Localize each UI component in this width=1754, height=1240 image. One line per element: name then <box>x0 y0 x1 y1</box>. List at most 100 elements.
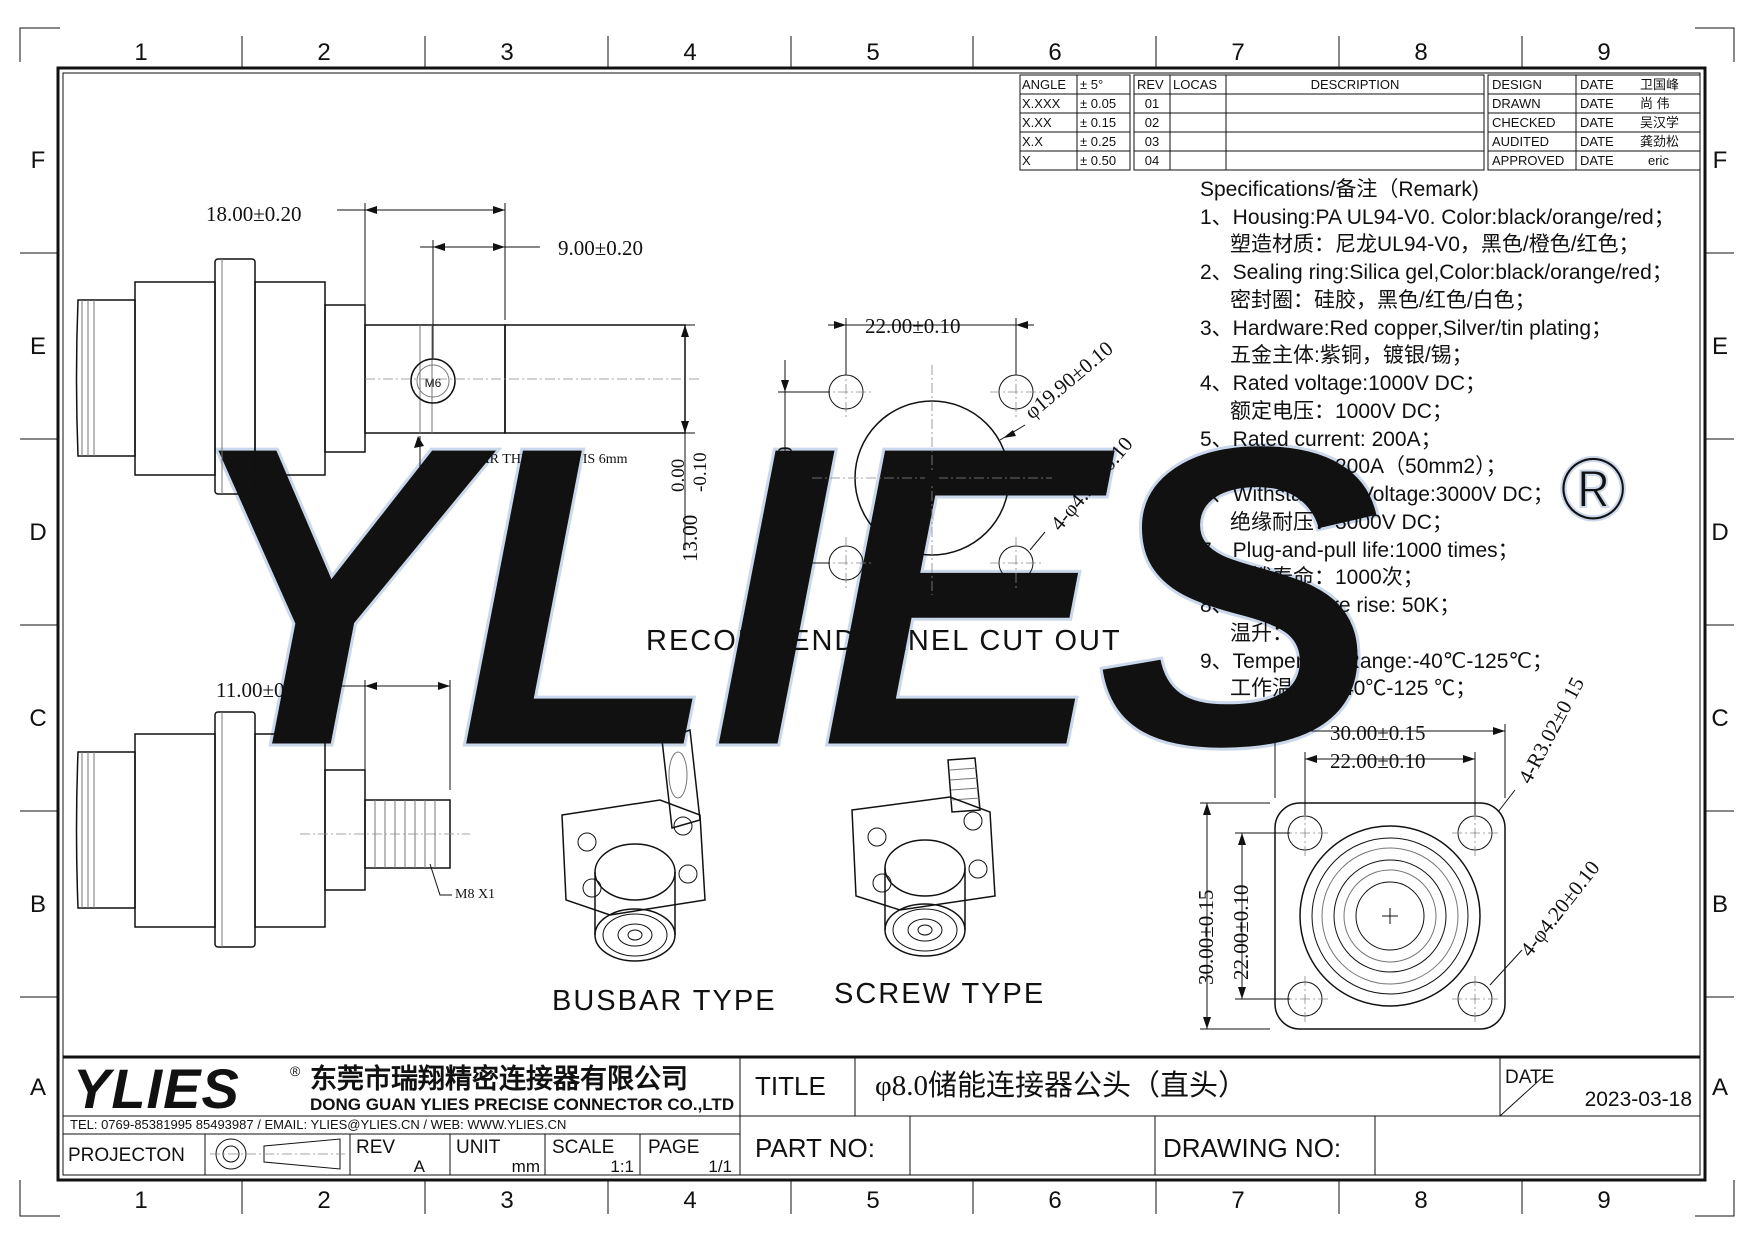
spec-line: 6、Withstanding Voltage:3000V DC； <box>1200 483 1554 506</box>
company-logo: YLIES <box>73 1057 240 1120</box>
spec-line: 绝缘耐压：3000V DC； <box>1230 511 1453 534</box>
spec-line: 7、Plug-and-pull life:1000 times； <box>1200 539 1519 562</box>
col-label-bottom: 9 <box>1597 1187 1610 1214</box>
tol-label: X.XXX <box>1022 96 1061 111</box>
approval-role: APPROVED <box>1492 153 1564 168</box>
dim-front-outer-width: 30.00±0.15 <box>1330 721 1426 745</box>
unit-value: mm <box>512 1157 540 1176</box>
watermark-registered: ® <box>1560 440 1626 540</box>
row-label-right: D <box>1711 519 1728 546</box>
grid-columns-bottom: 1 2 3 4 5 6 7 8 9 <box>134 1180 1611 1214</box>
specs-heading: Specifications/备注（Remark) <box>1200 178 1479 201</box>
specifications: Specifications/备注（Remark) 1、Housing:PA U… <box>1200 178 1675 700</box>
date-label: DATE <box>1505 1067 1554 1088</box>
approval-name: 吴汉学 <box>1640 115 1679 130</box>
col-label-bottom: 1 <box>134 1187 147 1214</box>
col-label-bottom: 8 <box>1414 1187 1427 1214</box>
approval-date-label: DATE <box>1580 77 1614 92</box>
dim-front-holes: 4-φ4.20±0.10 <box>1515 856 1604 961</box>
busbar-type-label: BUSBAR TYPE <box>552 985 777 1017</box>
row-label-right: F <box>1713 147 1728 174</box>
dim-busbar-height-lower: -0.10 <box>690 452 711 492</box>
part-no-label: PART NO: <box>755 1133 875 1163</box>
row-label-right: C <box>1711 705 1728 732</box>
grid-rows-right: F E D C B A <box>1705 147 1734 1101</box>
spec-line: 8、Temperature rise: 50K； <box>1200 594 1460 617</box>
col-label-bottom: 2 <box>317 1187 330 1214</box>
spec-line: 工作温度：-40℃-125 ℃； <box>1230 677 1476 700</box>
tol-value: ± 5° <box>1080 77 1103 92</box>
busbar-side-view: M6 18.00±0.20 9.00±0.20 13.00 0.00 -0.10… <box>75 202 711 562</box>
logo-registered: ® <box>290 1063 301 1079</box>
rev-number: 03 <box>1145 134 1159 149</box>
approval-name: 卫国峰 <box>1640 77 1679 92</box>
title-block: YLIES ® 东莞市瑞翔精密连接器有限公司 DONG GUAN YLIES P… <box>63 1055 1700 1176</box>
grid-columns-top: 1 2 3 4 5 6 7 8 9 <box>134 36 1611 68</box>
approval-role: DRAWN <box>1492 96 1541 111</box>
tol-label: X.XX <box>1022 115 1052 130</box>
row-label-left: A <box>30 1074 46 1101</box>
watermark: YLIES ® <box>179 356 1628 839</box>
panel-cutout-title: RECOMMEND PANEL CUT OUT <box>646 625 1122 657</box>
dim-panel-height: 22.00±0.10 <box>773 446 797 542</box>
screw-type-iso: SCREW TYPE <box>834 757 1043 1010</box>
spec-line: 4、Rated voltage:1000V DC； <box>1200 372 1486 395</box>
drawing-no-label: DRAWING NO: <box>1163 1133 1341 1163</box>
approval-name: 龚劲松 <box>1640 134 1679 149</box>
approval-date-label: DATE <box>1580 96 1614 111</box>
screw-thread-note: M8 X1 <box>455 887 495 902</box>
spec-line: 密封圈：硅胶，黑色/红色/白色； <box>1230 289 1536 312</box>
tol-label: X.X <box>1022 134 1043 149</box>
tol-label: ANGLE <box>1022 77 1066 92</box>
screw-side-view: 11.00±0.20 M8 X1 <box>75 678 495 948</box>
dim-front-radius: 4-R3.02±0 15 <box>1513 673 1589 787</box>
row-label-right: A <box>1712 1074 1728 1101</box>
spec-line: 五金主体:紫铜，镀银/锡； <box>1230 344 1473 367</box>
approval-date-label: DATE <box>1580 115 1614 130</box>
m6-label: M6 <box>425 376 442 390</box>
title-label: TITLE <box>755 1071 826 1101</box>
col-label-top: 6 <box>1048 39 1061 66</box>
spec-line: 2、Sealing ring:Silica gel,Color:black/or… <box>1200 261 1673 284</box>
rev-header: REV <box>1137 77 1164 92</box>
col-label-bottom: 4 <box>683 1187 696 1214</box>
approval-name: 尚 伟 <box>1640 96 1670 111</box>
row-label-left: D <box>29 519 46 546</box>
col-label-top: 2 <box>317 39 330 66</box>
approval-role: CHECKED <box>1492 115 1556 130</box>
spec-line: 额定电流：200A（50mm2）； <box>1230 455 1507 478</box>
col-label-top: 7 <box>1231 39 1244 66</box>
spec-line: 1、Housing:PA UL94-V0. Color:black/orange… <box>1200 206 1675 229</box>
rev-header: LOCAS <box>1173 77 1217 92</box>
spec-line: 额定电压：1000V DC； <box>1230 400 1453 423</box>
watermark-text: YLIES <box>180 357 1385 837</box>
dim-busbar-height: 13.00 <box>678 515 702 562</box>
rev-header: DESCRIPTION <box>1311 77 1400 92</box>
drawing-date: 2023-03-18 <box>1585 1088 1692 1111</box>
col-label-top: 4 <box>683 39 696 66</box>
row-label-right: B <box>1712 891 1728 918</box>
company-name-cn: 东莞市瑞翔精密连接器有限公司 <box>310 1063 688 1094</box>
scale-value: 1:1 <box>610 1157 634 1176</box>
tol-value: ± 0.50 <box>1080 153 1116 168</box>
rev-number: 01 <box>1145 96 1159 111</box>
dim-front-outer-height: 30.00±0.15 <box>1194 889 1218 985</box>
page-value: 1/1 <box>708 1157 732 1176</box>
dim-front-inner-height: 22.00±0.10 <box>1229 884 1253 980</box>
dim-panel-width: 22.00±0.10 <box>865 314 961 338</box>
row-label-left: B <box>30 891 46 918</box>
col-label-top: 8 <box>1414 39 1427 66</box>
spec-line: 塑造材质：尼龙UL94-V0，黑色/橙色/红色； <box>1230 233 1640 256</box>
spec-line: 3、Hardware:Red copper,Silver/tin plating… <box>1200 317 1612 340</box>
dim-busbar-height-upper: 0.00 <box>668 459 689 492</box>
col-label-bottom: 3 <box>500 1187 513 1214</box>
approval-date-label: DATE <box>1580 153 1614 168</box>
row-label-left: F <box>31 147 46 174</box>
page-label: PAGE <box>648 1137 699 1158</box>
spec-line: 温升：50K； <box>1230 622 1351 645</box>
sheet-frame <box>19 27 1735 1217</box>
approval-role: AUDITED <box>1492 134 1549 149</box>
rev-value: A <box>414 1157 426 1176</box>
company-contact: TEL: 0769-85381995 85493987 / EMAIL: YLI… <box>70 1117 566 1132</box>
